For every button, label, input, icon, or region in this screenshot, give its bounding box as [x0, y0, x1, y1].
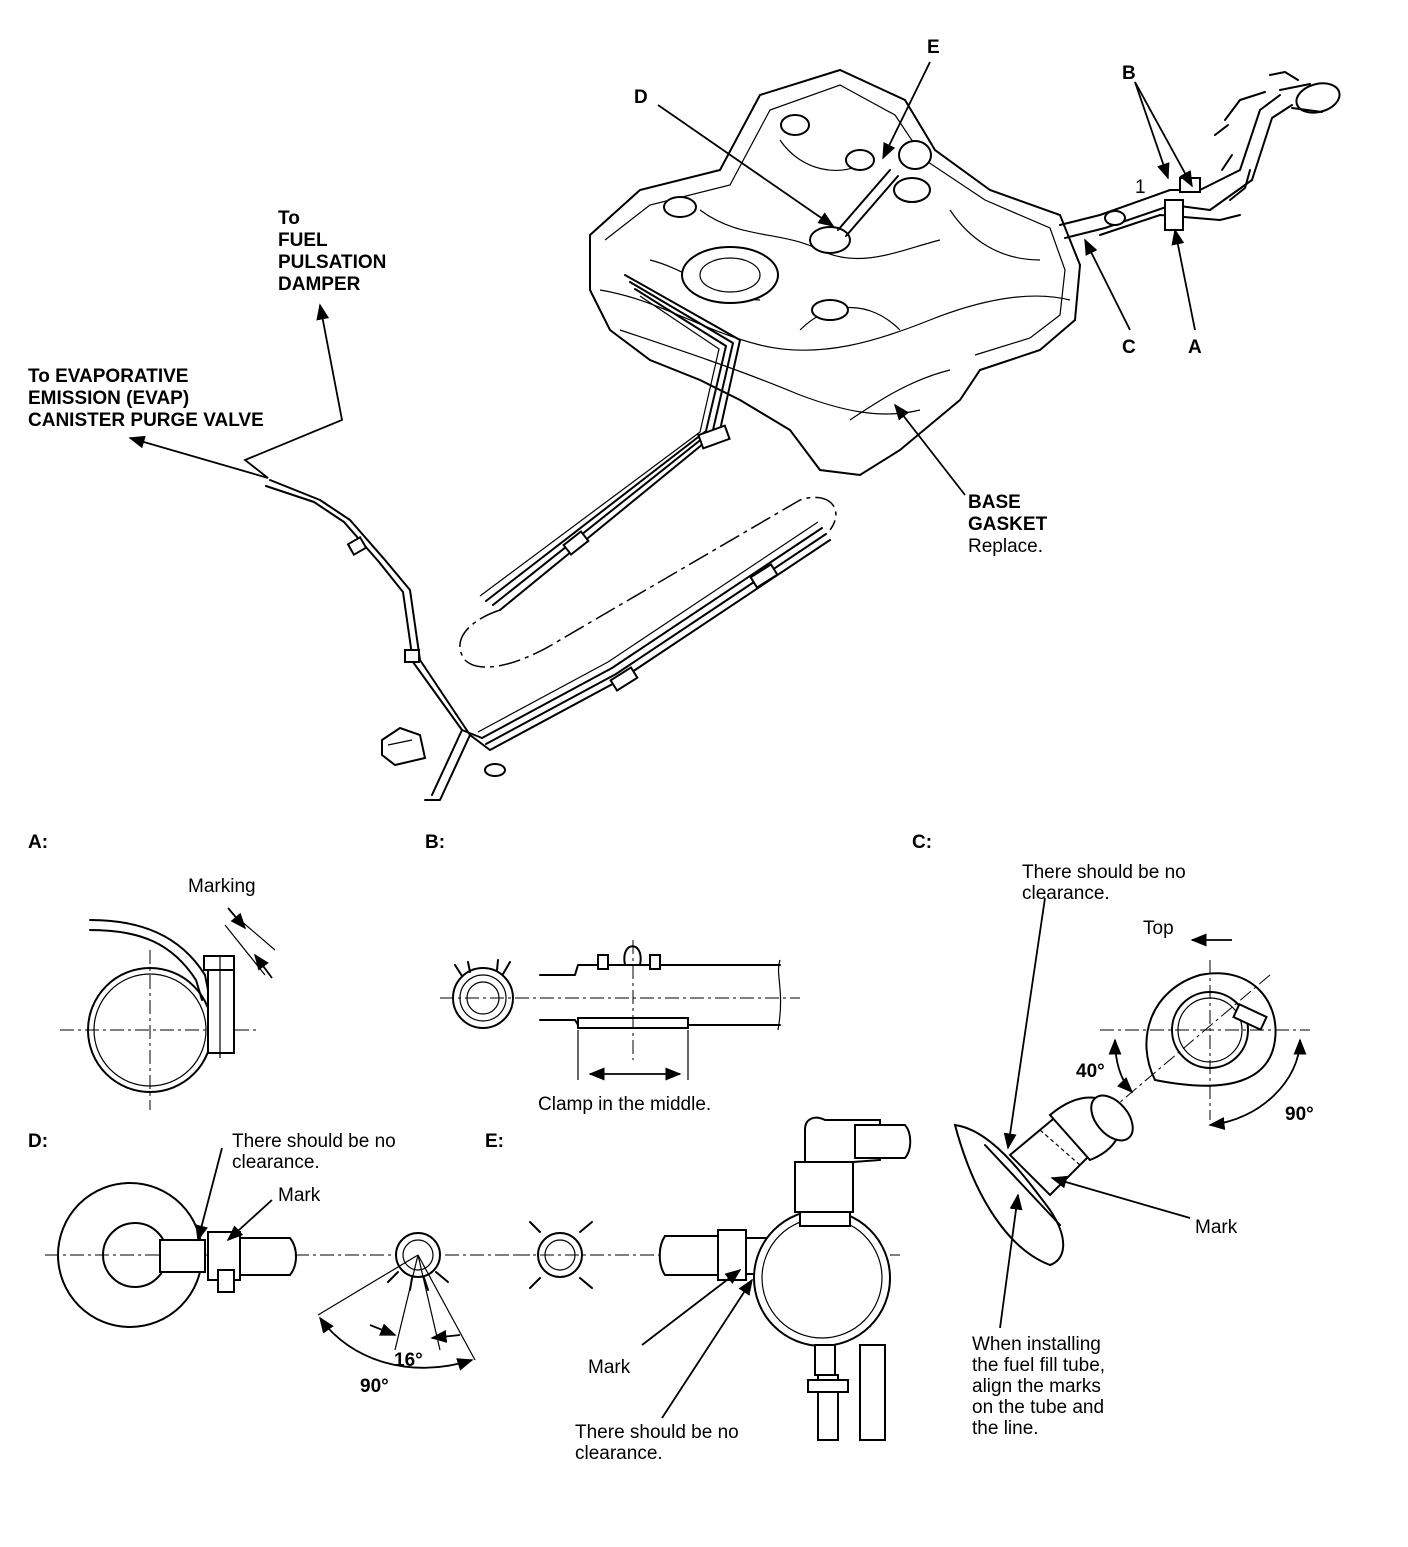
gasket-label-line-3: Replace.: [968, 536, 1043, 557]
pulsation-label-line-2: FUEL: [278, 230, 328, 251]
callout-c: C: [1122, 337, 1136, 358]
detail-d-title: D:: [28, 1131, 48, 1152]
evap-label-line-1: To EVAPORATIVE: [28, 366, 188, 387]
evap-label-line-3: CANISTER PURGE VALVE: [28, 410, 264, 431]
detail-a-title: A:: [28, 832, 48, 853]
d-clearance-line-2: clearance.: [232, 1152, 320, 1173]
install-note-line-5: the line.: [972, 1418, 1039, 1439]
e-clearance-line-2: clearance.: [575, 1443, 663, 1464]
detail-e: E: Mark There should be no clearance.: [485, 1116, 912, 1464]
c-angle-90-label: 90°: [1285, 1104, 1314, 1125]
pulsation-label-line-3: PULSATION: [278, 252, 386, 273]
angle-40-label: 40°: [1076, 1061, 1105, 1082]
install-note-line-1: When installing: [972, 1334, 1101, 1355]
evap-label-line-2: EMISSION (EVAP): [28, 388, 189, 409]
install-note-line-2: the fuel fill tube,: [972, 1355, 1105, 1376]
c-clearance-line-2: clearance.: [1022, 883, 1110, 904]
detail-b: B: Clamp in the middle.: [425, 832, 800, 1115]
d-clearance-line-1: There should be no: [232, 1131, 396, 1152]
detail-d: D: There should be no clearance. Mark 16…: [28, 1131, 530, 1397]
d-angle-90-label: 90°: [360, 1376, 389, 1397]
detail-e-title: E:: [485, 1131, 504, 1152]
detail-a: A: Marking: [28, 832, 276, 1110]
callout-e: E: [927, 37, 940, 58]
fuel-fill-tube: [1059, 71, 1341, 239]
install-note-line-4: on the tube and: [972, 1397, 1104, 1418]
callout-b: B: [1122, 63, 1136, 84]
leader-lines: [128, 61, 1196, 496]
fuel-tank: [589, 68, 1082, 477]
e-clearance-line-1: There should be no: [575, 1422, 739, 1443]
detail-b-title: B:: [425, 832, 445, 853]
callout-a: A: [1188, 337, 1202, 358]
pulsation-label-line-4: DAMPER: [278, 274, 361, 295]
fuel-lines: [265, 274, 837, 801]
detail-c: C: There should be no clearance. Top 40°…: [912, 832, 1314, 1439]
main-labels: E B D C A 1 To FUEL PULSATION DAMPER To …: [28, 37, 1202, 557]
d-mark-label: Mark: [278, 1185, 321, 1206]
gasket-label-line-2: GASKET: [968, 514, 1048, 535]
install-note-line-3: align the marks: [972, 1376, 1101, 1397]
marking-label: Marking: [188, 876, 256, 897]
detail-c-title: C:: [912, 832, 932, 853]
c-mark-label: Mark: [1195, 1217, 1238, 1238]
pulsation-label-line-1: To: [278, 208, 300, 229]
clamp-note: Clamp in the middle.: [538, 1094, 711, 1115]
top-label: Top: [1143, 918, 1174, 939]
callout-d: D: [634, 87, 648, 108]
small-number-label: 1: [1135, 177, 1146, 198]
e-mark-label: Mark: [588, 1357, 631, 1378]
c-clearance-line-1: There should be no: [1022, 862, 1186, 883]
gasket-label-line-1: BASE: [968, 492, 1021, 513]
